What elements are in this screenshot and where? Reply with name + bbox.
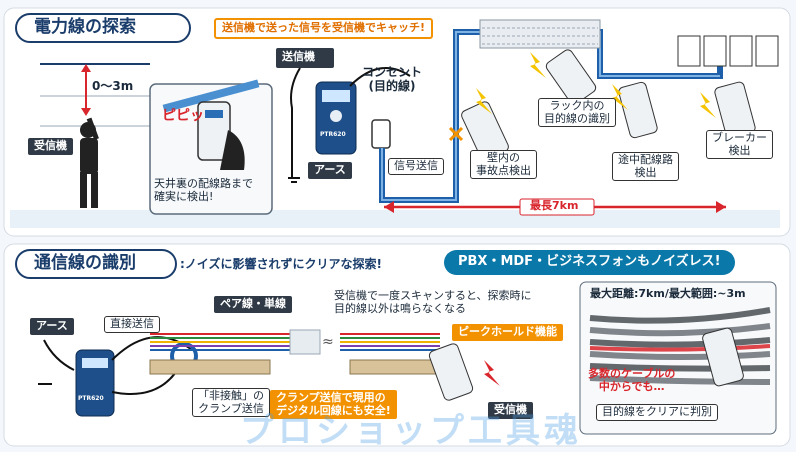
- ceiling-cable: [162, 79, 260, 113]
- wave-break: ≈: [322, 334, 334, 350]
- power-section-title: 電力線の探索: [34, 17, 136, 37]
- telecom-transmitter-screen: [82, 358, 108, 368]
- pair-line-label: ペア線・単線: [214, 296, 292, 313]
- receiver-label: 受信機: [28, 138, 73, 155]
- telecom-section-title: 通信線の識別: [34, 253, 136, 273]
- telecom-transmitter-model: PTR620: [78, 395, 104, 402]
- terminal-block-left: [149, 359, 271, 375]
- max-length-label: 最長7km: [530, 199, 579, 212]
- person-silhouette: [80, 117, 99, 208]
- pair-wires: [150, 333, 440, 351]
- height-label: 0〜3m: [92, 79, 134, 93]
- clear-id-label: 目的線をクリアに判別: [596, 404, 718, 421]
- bolt-telecom: [484, 360, 500, 386]
- watermark: プロショップ工具魂: [240, 411, 582, 451]
- hand-silhouette: [220, 130, 245, 170]
- signal-send-label: 信号送信: [388, 158, 444, 175]
- transmitter-knob: [330, 110, 342, 122]
- many-cables: [589, 307, 771, 385]
- noiseless-pill: PBX・MDF・ビジネスフォンもノイズレス!: [444, 250, 735, 275]
- title-frame-power: [15, 13, 191, 43]
- transmitter-lead: [290, 67, 301, 178]
- title-frame-telecom: [15, 249, 177, 279]
- cable-bundle: [289, 329, 321, 355]
- receiver-midway: [618, 81, 658, 139]
- inset-receiver: [702, 327, 744, 387]
- telecom-ground-label: アース: [30, 318, 74, 335]
- outlet: [371, 119, 391, 149]
- height-arrow-head-down: [81, 108, 91, 116]
- outlet-label: コンセント (目的線): [362, 65, 423, 93]
- power-line-highlight: [381, 31, 720, 201]
- midway-label: 途中配線路 検出: [612, 152, 679, 182]
- rack-label: ラック内の 目的線の識別: [538, 98, 616, 128]
- breaker-panels: [677, 35, 779, 67]
- peak-hold-label: ピークホールド機能: [452, 324, 563, 341]
- length-arrow-head-right: [716, 201, 726, 213]
- telecom-subtitle: :ノイズに影響されずにクリアな探索!: [180, 257, 382, 271]
- length-label-bg: [519, 198, 595, 216]
- length-arrow-head-left: [384, 201, 394, 213]
- ceiling-note: 天井裏の配線路まで 確実に検出!: [154, 177, 253, 203]
- cable-note: 多数のケーブルの 中からでも…: [588, 367, 676, 393]
- cable-rack: [479, 19, 601, 49]
- clamp-note: クランプ送信で現用の デジタル回線にも安全!: [270, 390, 397, 420]
- height-arrow-head-up: [81, 64, 91, 72]
- transmitter-label-bg: [276, 48, 334, 68]
- transmitter-wire: [349, 67, 411, 87]
- transmitter-model: PTR620: [320, 131, 346, 138]
- fault-x-2: [448, 126, 464, 142]
- beep-text-1: ピピッ: [162, 108, 204, 124]
- bolt-midway: [612, 84, 628, 110]
- transmitter-screen: [322, 90, 350, 102]
- direct-send-label: 直接送信: [104, 316, 160, 333]
- wall-fault-label: 壁内の 事故点検出: [470, 150, 537, 180]
- receiver-screen: [205, 110, 223, 118]
- bolt-wall: [476, 88, 492, 114]
- floor-band: [10, 210, 780, 228]
- bolt-breaker: [700, 92, 716, 118]
- max-info: 最大距離:7km/最大範囲:~3m: [590, 287, 746, 300]
- transmitter-label: 送信機: [282, 50, 315, 63]
- scan-note: 受信機で一度スキャンすると、探索時に 目的線以外は鳴らなくなる: [334, 289, 532, 315]
- telecom-receiver-label: 受信機: [488, 402, 533, 419]
- power-banner: 送信機で送った信号を受信機でキャッチ!: [214, 18, 434, 39]
- ground-label: アース: [308, 162, 352, 179]
- telecom-receiver: [428, 343, 474, 401]
- telecom-ground-lead: [43, 339, 75, 371]
- clamp-label: 「非接触」の クランプ送信: [192, 388, 270, 418]
- breaker-label: ブレーカー 検出: [706, 130, 773, 160]
- receiver-rack: [545, 49, 597, 105]
- bolt-rack: [530, 52, 546, 78]
